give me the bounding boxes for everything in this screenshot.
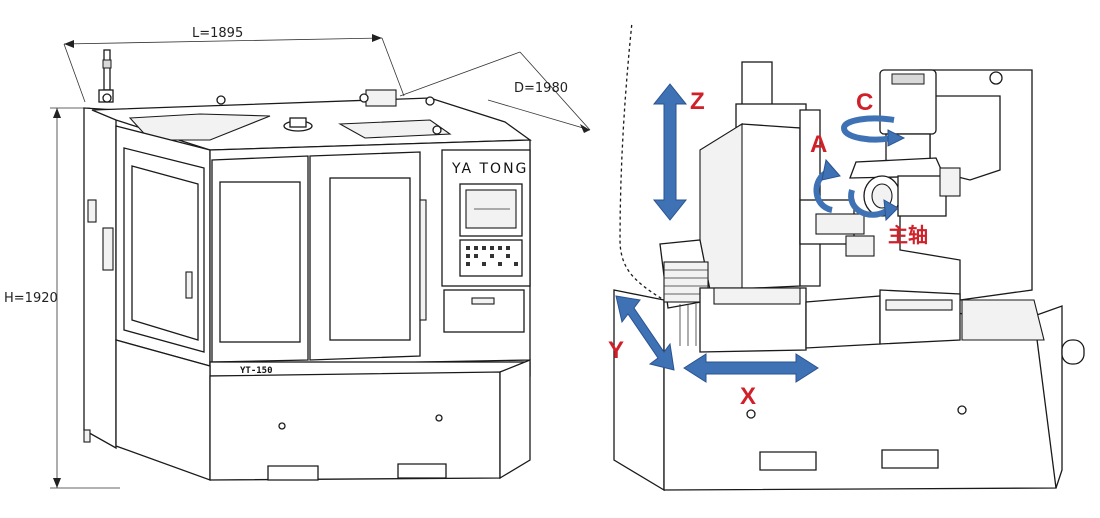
dim-length-label: L=1895: [192, 26, 243, 41]
side-vent: [102, 227, 114, 271]
y-axis-label: Y: [608, 337, 624, 364]
dimension-height: H=1920: [4, 107, 120, 489]
dim-depth-label: D=1980: [514, 81, 568, 96]
foot-left: [83, 429, 91, 443]
control-drawer: [443, 289, 525, 333]
x-table: [805, 289, 961, 349]
center-door-left: [211, 155, 309, 363]
model-label: YT-150: [240, 366, 273, 376]
base-right-face: [499, 359, 531, 480]
forklift-slot-right: [397, 463, 447, 479]
coolant-pipe: [1061, 339, 1085, 365]
z-axis-arrow: [652, 83, 688, 221]
left-machine-drawing: L=1895 D=1980 H=1920: [4, 26, 591, 489]
left-door-handle: [185, 271, 193, 299]
c-axis-rotation-arrow: [840, 115, 906, 147]
cable-chain: [618, 21, 665, 302]
forklift-slot-left: [267, 465, 319, 481]
brand-label: YA TONG: [451, 161, 528, 177]
base-slot-2: [881, 449, 939, 469]
right-axis-diagram: Z C A Y X 主轴: [608, 21, 1085, 492]
x-axis-arrow: [683, 353, 819, 383]
dimension-depth: D=1980: [399, 51, 591, 133]
base-front-face: [209, 371, 501, 481]
dimension-length: L=1895: [63, 26, 405, 103]
y-axis-arrow: [615, 295, 675, 371]
base-bolt-left: [278, 422, 286, 430]
top-hatch-right: [338, 119, 452, 139]
drawer-handle: [471, 297, 495, 305]
x-axis-label: X: [740, 383, 756, 410]
side-panel-handle: [87, 199, 97, 223]
y-saddle: [659, 239, 807, 353]
control-panel: YA TONG: [441, 149, 531, 333]
left-side-panel: [83, 107, 117, 450]
z-column: [699, 61, 875, 301]
machine-base-right: [1033, 305, 1063, 489]
a-axis-label: A: [810, 131, 827, 158]
spindle-label: 主轴: [888, 223, 928, 247]
base-bolt-right: [435, 414, 443, 422]
top-junction-box: [365, 89, 397, 107]
center-door-right: [309, 151, 421, 361]
dim-height-label: H=1920: [4, 291, 58, 306]
enclosure-port: [989, 71, 1003, 85]
c-axis-label: C: [856, 89, 873, 116]
left-door: [123, 147, 205, 353]
a-axis-rotation-arrow: [813, 158, 899, 222]
door-rail: [419, 199, 427, 321]
base-slot-1: [759, 451, 817, 471]
z-axis-label: Z: [690, 88, 705, 115]
c-axis-head: [849, 69, 945, 179]
